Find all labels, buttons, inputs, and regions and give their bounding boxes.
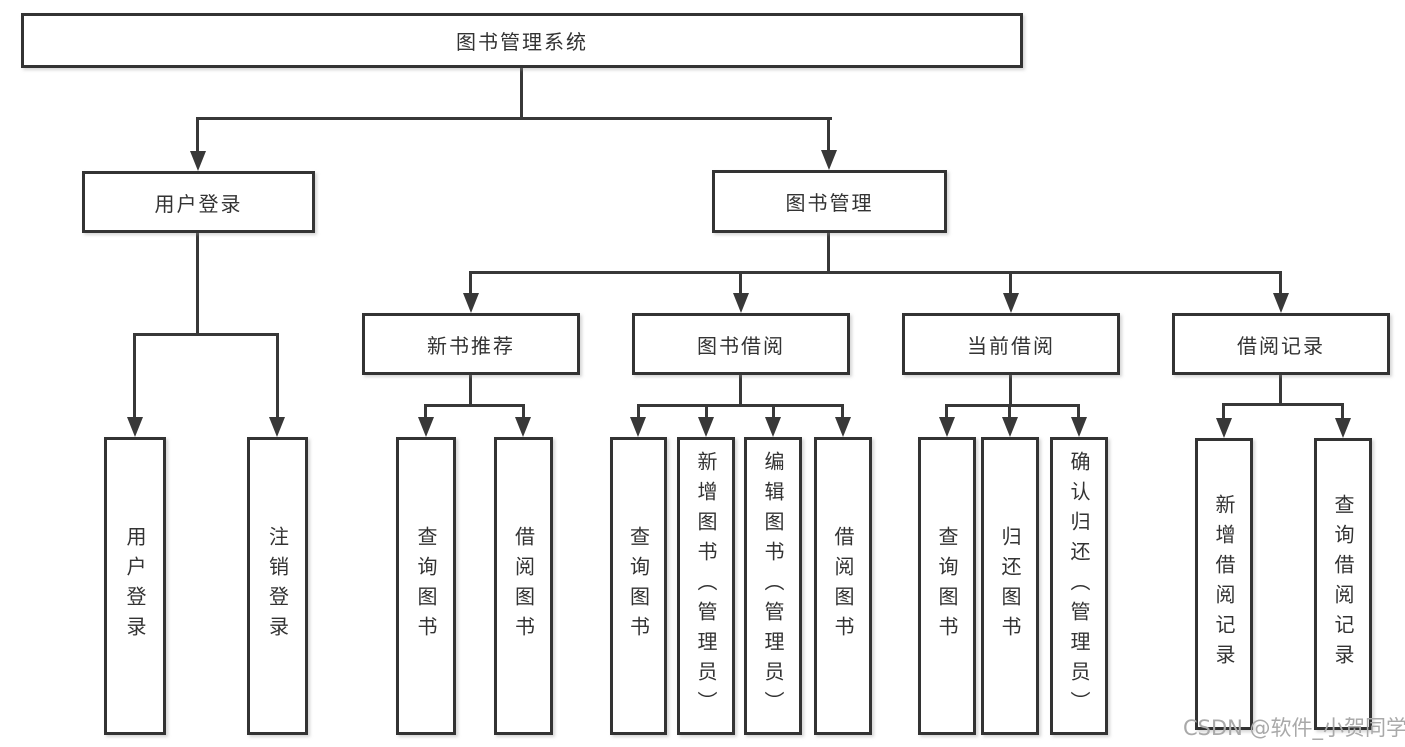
connector-to-records-leaf-2 [1341, 403, 1344, 419]
connector-root-branch-line [196, 117, 832, 120]
leaf-user-login: 用户登录 [104, 437, 166, 735]
node-root-library-system: 图书管理系统 [21, 13, 1023, 68]
connector-to-current-leaf-3 [1077, 404, 1080, 419]
arrowhead-records-icon [1273, 293, 1289, 313]
connector-to-borrow-leaf-3 [772, 404, 775, 419]
watermark: CSDN @软件_小贺同学 [1183, 716, 1405, 740]
connector-book-mgmt-branch-line [469, 271, 1282, 274]
connector-to-current-leaf-2 [1008, 404, 1011, 419]
connector-user-login-branch-line [133, 333, 279, 336]
arrowhead-current-leaf-3-icon [1071, 417, 1087, 437]
arrowhead-user-login-leaf-icon [127, 417, 143, 437]
node-borrowing-records: 借阅记录 [1172, 313, 1390, 375]
connector-new-book-stem [469, 375, 472, 407]
arrowhead-current-leaf-1-icon [939, 417, 955, 437]
connector-to-current [1009, 271, 1012, 295]
connector-to-records [1279, 271, 1282, 295]
connector-to-user-login-leaf [133, 333, 136, 419]
connector-to-current-leaf-1 [945, 404, 948, 419]
connector-to-logout-leaf [276, 333, 279, 419]
arrowhead-records-leaf-1-icon [1216, 418, 1232, 438]
leaf-logout: 注销登录 [247, 437, 308, 735]
node-user-login: 用户登录 [82, 171, 315, 233]
connector-to-new-book-leaf-2 [522, 404, 525, 419]
connector-to-new-book [469, 271, 472, 295]
arrowhead-new-book-leaf-1-icon [418, 417, 434, 437]
arrowhead-book-mgmt-icon [821, 150, 837, 170]
node-current-borrowing: 当前借阅 [902, 313, 1120, 375]
connector-records-stem [1279, 375, 1282, 406]
connector-records-branch-line [1222, 403, 1343, 406]
arrowhead-new-book-leaf-2-icon [515, 417, 531, 437]
leaf-query-books-recommend: 查询图书 [396, 437, 456, 735]
arrowhead-borrow-leaf-3-icon [765, 417, 781, 437]
connector-to-book-mgmt [827, 117, 830, 153]
leaf-borrow-books: 借阅图书 [814, 437, 872, 735]
connector-current-branch-line [945, 404, 1079, 407]
arrowhead-records-leaf-2-icon [1335, 418, 1351, 438]
leaf-query-borrow-record: 查询借阅记录 [1314, 438, 1372, 730]
connector-borrow-stem [739, 375, 742, 407]
connector-to-borrow-leaf-2 [705, 404, 708, 419]
node-book-borrowing: 图书借阅 [632, 313, 850, 375]
arrowhead-current-icon [1003, 293, 1019, 313]
arrowhead-borrow-leaf-2-icon [698, 417, 714, 437]
leaf-borrow-books-recommend: 借阅图书 [494, 437, 553, 735]
node-book-management: 图书管理 [712, 170, 947, 233]
connector-to-borrow-leaf-1 [637, 404, 640, 419]
arrowhead-user-login-icon [190, 151, 206, 171]
arrowhead-borrow-icon [733, 293, 749, 313]
connector-user-login-stem [196, 233, 199, 336]
leaf-confirm-return-admin: 确认归还（管理员） [1050, 437, 1108, 735]
connector-to-borrow-leaf-4 [841, 404, 844, 419]
arrowhead-current-leaf-2-icon [1002, 417, 1018, 437]
arrowhead-logout-leaf-icon [269, 417, 285, 437]
arrowhead-borrow-leaf-4-icon [835, 417, 851, 437]
leaf-query-books-borrow: 查询图书 [610, 437, 667, 735]
connector-borrow-branch-line [637, 404, 844, 407]
connector-current-stem [1009, 375, 1012, 407]
connector-new-book-branch-line [424, 404, 524, 407]
arrowhead-borrow-leaf-1-icon [630, 417, 646, 437]
connector-to-records-leaf-1 [1222, 403, 1225, 419]
leaf-add-books-admin: 新增图书（管理员） [677, 437, 735, 735]
connector-to-borrow [739, 271, 742, 295]
leaf-edit-books-admin: 编辑图书（管理员） [744, 437, 802, 735]
arrowhead-new-book-icon [463, 293, 479, 313]
leaf-return-books: 归还图书 [981, 437, 1039, 735]
node-new-book-recommend: 新书推荐 [362, 313, 580, 375]
connector-to-user-login [196, 117, 199, 153]
connector-root-stem [520, 68, 523, 119]
connector-book-mgmt-stem [827, 233, 830, 274]
leaf-add-borrow-record: 新增借阅记录 [1195, 438, 1253, 730]
connector-to-new-book-leaf-1 [424, 404, 427, 419]
leaf-query-books-current: 查询图书 [918, 437, 976, 735]
